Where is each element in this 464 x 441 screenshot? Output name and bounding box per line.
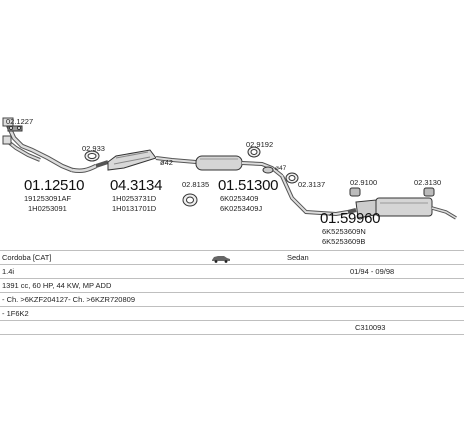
- oem-reference: 6K0253409: [220, 194, 259, 203]
- part-number-clamp: 02.3137: [298, 180, 326, 189]
- vehicle-body: Sedan: [287, 253, 309, 262]
- part-number-clamp: 02.1227: [6, 117, 34, 126]
- clamp-ring-icon: [84, 150, 100, 162]
- vehicle-variant: - 1F6K2: [2, 309, 29, 318]
- clamp-ring-icon: [182, 193, 198, 207]
- vehicle-engine: 1.4i: [2, 267, 15, 276]
- catalytic-converter-icon: [95, 149, 173, 171]
- part-number-catalytic-converter[interactable]: 04.3134: [110, 177, 163, 194]
- part-number-clamp: 02.9100: [350, 178, 378, 187]
- table-row: Cordoba [CAT] Sedan: [0, 250, 464, 264]
- exhaust-system-diagram: [2, 117, 457, 220]
- oem-reference: 6K5253609B: [322, 237, 366, 246]
- table-row: - Ch. >6KZF204127- Ch. >6KZR720809: [0, 292, 464, 306]
- vehicle-specs: 1391 cc, 60 HP, 44 KW, MP ADD: [2, 281, 112, 290]
- table-row: 1.4i 01/94 - 09/98: [0, 264, 464, 278]
- part-number-clamp: 02.8135: [182, 180, 210, 189]
- oem-reference: 1H0253091: [28, 204, 67, 213]
- oem-reference: 1H0253731D: [112, 194, 157, 203]
- oem-reference: 1H0131701D: [112, 204, 157, 213]
- table-row: C310093: [0, 320, 464, 335]
- pipe-diameter: ø47: [275, 165, 287, 172]
- oem-reference: 6K5253609N: [322, 227, 366, 236]
- table-row: 1391 cc, 60 HP, 44 KW, MP ADD: [0, 278, 464, 292]
- table-row: - 1F6K2: [0, 306, 464, 320]
- vehicle-info-table: Cordoba [CAT] Sedan 1.4i 01/94 - 09/98 1…: [0, 250, 464, 335]
- vehicle-model: Cordoba [CAT]: [2, 253, 52, 262]
- clamp-icon: [7, 125, 23, 132]
- part-number-middle-silencer[interactable]: 01.51300: [218, 177, 279, 194]
- rear-silencer-icon: [280, 175, 457, 220]
- oem-reference: 191253091AF: [24, 194, 72, 203]
- part-number-clamp: 02.9192: [246, 140, 274, 149]
- pipe-diameter: ø42: [160, 158, 173, 167]
- part-number-front-pipe[interactable]: 01.12510: [24, 177, 85, 194]
- clamp-ring-icon: [247, 146, 261, 158]
- vehicle-chassis-codes: - Ch. >6KZF204127- Ch. >6KZR720809: [2, 295, 135, 304]
- vehicle-years: 01/94 - 09/98: [350, 267, 395, 276]
- car-icon: [212, 256, 230, 263]
- front-pipe: [2, 117, 98, 174]
- part-number-rear-silencer[interactable]: 01.59960: [320, 210, 381, 227]
- rubber-hanger-icon: [349, 187, 435, 197]
- catalog-number: C310093: [355, 323, 386, 332]
- part-number-clamp: 02.3130: [414, 178, 442, 187]
- gasket-icon: [262, 166, 274, 174]
- clamp-ring-icon: [285, 172, 299, 184]
- part-number-clamp: 02.933: [82, 144, 105, 153]
- middle-silencer-icon: [171, 155, 284, 178]
- oem-reference: 6K0253409J: [220, 204, 263, 213]
